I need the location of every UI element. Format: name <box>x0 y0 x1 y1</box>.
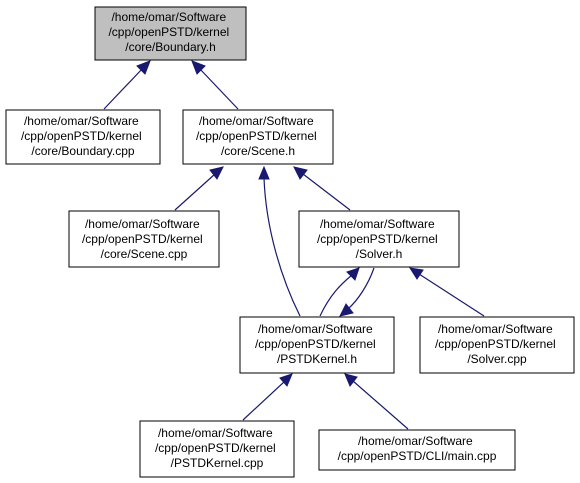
edge-arrowhead <box>408 267 424 280</box>
svg-text:/home/omar/Software /cpp: /home/omar/Software /cpp/openPSTD/kernel… <box>435 322 559 366</box>
svg-text:/home/omar/Software /cpp: /home/omar/Software /cpp/openPSTD/kernel… <box>196 114 320 158</box>
node-label-line: /core/Scene.cpp <box>101 247 188 261</box>
node-pstdkernel-h[interactable]: /home/omar/Software /cpp/openPSTD/kernel… <box>239 316 395 374</box>
node-boundary-h[interactable]: /home/omar/Software /cpp/openPSTD/kernel… <box>94 6 247 61</box>
edge-solver-h-to-scene-h <box>302 173 351 211</box>
node-solver-cpp[interactable]: /home/omar/Software /cpp/openPSTD/kernel… <box>419 316 575 374</box>
edge-solver-h-to-pstdkernel-h <box>347 267 375 310</box>
svg-text:/home/omar/Software /cpp: /home/omar/Software /cpp/openPSTD/kernel… <box>82 217 206 261</box>
edge-solver-cpp-to-solver-h <box>418 273 485 317</box>
node-label-line: /cpp/openPSTD/kernel <box>82 232 203 246</box>
node-label-line: /core/Boundary.h <box>125 40 216 54</box>
edge-arrowhead <box>344 373 358 387</box>
edge-pstdkernel-h-to-solver-h <box>319 274 353 317</box>
node-label-line: /home/omar/Software <box>199 114 314 128</box>
node-label-line: /Solver.h <box>356 247 403 261</box>
node-label-line: /PSTDKernel.h <box>277 352 357 366</box>
node-label-line: /home/omar/Software <box>358 434 473 448</box>
edge-boundary-cpp-to-boundary-h <box>103 67 144 110</box>
edge-scene-cpp-to-scene-h <box>174 173 216 211</box>
svg-text:/home/omar/Software /cpp: /home/omar/Software /cpp/openPSTD/kernel… <box>108 10 232 54</box>
node-label-line: /cpp/openPSTD/kernel <box>255 337 376 351</box>
svg-text:/home/omar/Software /cpp: /home/omar/Software /cpp/openPSTD/kernel… <box>317 217 441 261</box>
node-label-line: /home/omar/Software <box>85 217 200 231</box>
edge-pstdkernel-h-to-scene-h <box>263 177 301 317</box>
node-label-line: /home/omar/Software <box>320 217 435 231</box>
node-boundary-cpp[interactable]: /home/omar/Software /cpp/openPSTD/kernel… <box>5 109 161 165</box>
node-label-line: /home/omar/Software <box>158 426 273 440</box>
node-label-line: /cpp/openPSTD/kernel <box>196 129 317 143</box>
node-label-line: /core/Scene.h <box>221 144 295 158</box>
node-label-line: /cpp/openPSTD/kernel <box>317 232 438 246</box>
edge-arrowhead <box>136 60 151 75</box>
svg-text:/home/omar/Software /cpp: /home/omar/Software /cpp/openPSTD/kernel… <box>255 322 379 366</box>
node-label-line: /cpp/openPSTD/kernel <box>21 129 142 143</box>
svg-text:/home/omar/Software /cpp: /home/omar/Software /cpp/openPSTD/kernel… <box>155 426 279 470</box>
node-scene-h[interactable]: /home/omar/Software /cpp/openPSTD/kernel… <box>182 109 334 165</box>
svg-text:/home/omar/Software /cpp: /home/omar/Software /cpp/openPSTD/kernel… <box>21 114 145 158</box>
edge-arrowhead <box>191 60 206 75</box>
node-label-line: /home/omar/Software <box>24 114 139 128</box>
edge-arrowhead <box>339 303 354 317</box>
node-label-line: /home/omar/Software <box>111 10 226 24</box>
edge-arrowhead <box>279 373 293 387</box>
node-label-line: /cpp/openPSTD/kernel <box>435 337 556 351</box>
node-scene-cpp[interactable]: /home/omar/Software /cpp/openPSTD/kernel… <box>68 210 220 268</box>
edge-scene-h-to-boundary-h <box>198 67 239 110</box>
node-label-line: /home/omar/Software <box>438 322 553 336</box>
edge-arrowhead <box>258 165 270 180</box>
node-label-line: /core/Boundary.cpp <box>31 144 134 158</box>
node-label-line: /home/omar/Software <box>258 322 373 336</box>
node-label-line: /cpp/openPSTD/CLI/main.cpp <box>338 449 497 463</box>
node-label-line: /cpp/openPSTD/kernel <box>155 441 276 455</box>
node-label-line: /Solver.cpp <box>467 352 527 366</box>
edge-arrowhead <box>209 166 224 180</box>
edge-arrowhead <box>346 267 360 281</box>
edge-arrowhead <box>293 166 308 180</box>
node-label-line: /cpp/openPSTD/kernel <box>108 25 229 39</box>
node-label-line: /PSTDKernel.cpp <box>171 456 264 470</box>
edge-pstdkernel-cpp-to-pstdkernel-h <box>242 380 286 421</box>
edges <box>103 60 485 430</box>
edge-main-cpp-to-pstdkernel-h <box>352 380 409 430</box>
node-solver-h[interactable]: /home/omar/Software /cpp/openPSTD/kernel… <box>298 210 460 268</box>
node-pstdkernel-cpp[interactable]: /home/omar/Software /cpp/openPSTD/kernel… <box>139 420 295 478</box>
svg-text:/home/omar/Software /cpp: /home/omar/Software /cpp/openPSTD/CLI/ma… <box>338 434 497 463</box>
node-main-cpp[interactable]: /home/omar/Software /cpp/openPSTD/CLI/ma… <box>318 429 516 471</box>
